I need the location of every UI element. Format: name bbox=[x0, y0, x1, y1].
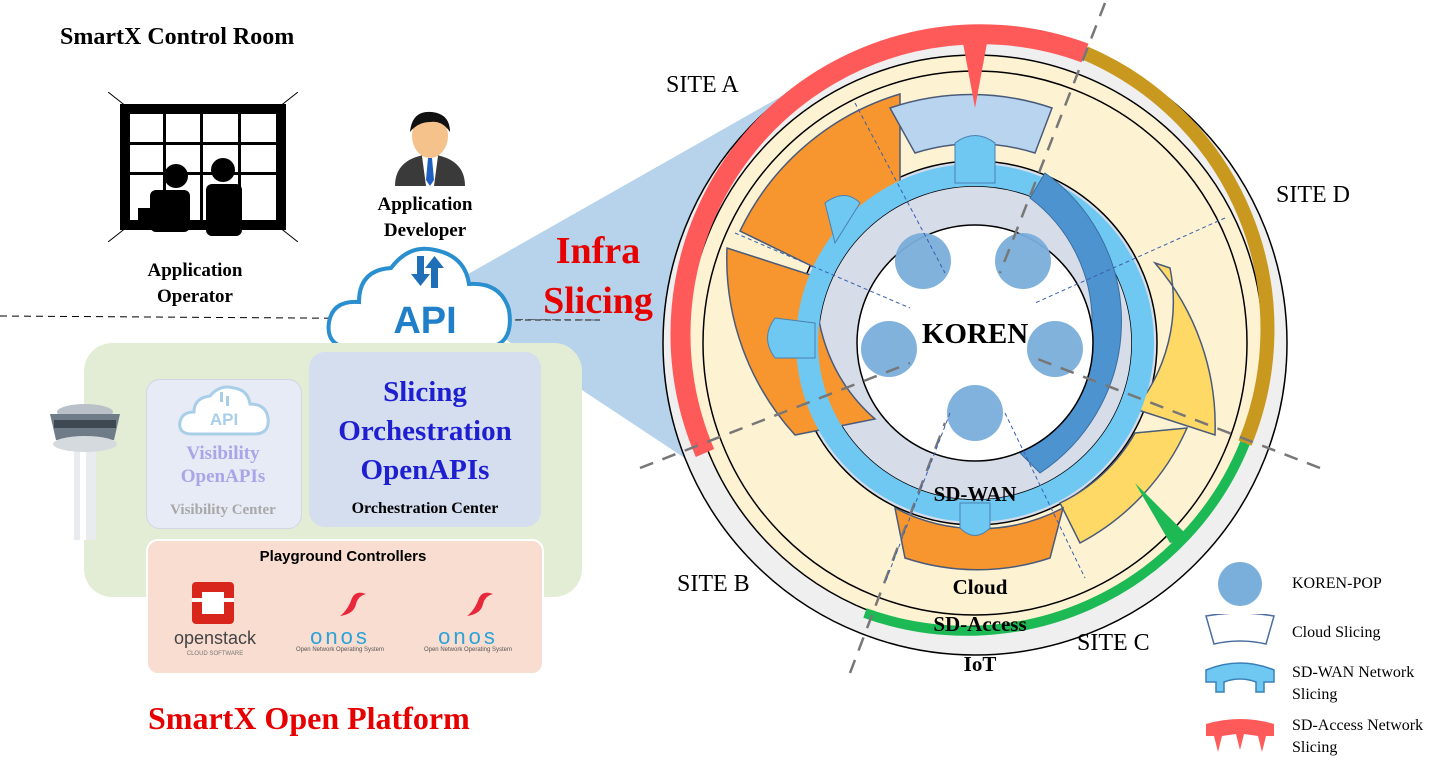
koren-pop-icon bbox=[1218, 562, 1262, 606]
legend-sdaccess-slicing: SD-Access Network Slicing bbox=[1292, 717, 1424, 756]
control-tower-icon bbox=[50, 404, 120, 540]
sdaccess-arc-gold bbox=[1082, 46, 1275, 446]
iot-label: IoT bbox=[963, 652, 997, 676]
operator-icon bbox=[108, 92, 298, 242]
separator-line bbox=[0, 315, 601, 321]
slicing-orchestration-title: Slicing Orchestration OpenAPIs bbox=[338, 376, 512, 486]
koren-pop-5 bbox=[947, 385, 1003, 441]
sdaccess-arc-green bbox=[863, 441, 1250, 636]
koren-pop-2 bbox=[995, 233, 1051, 289]
openstack-logo-icon bbox=[192, 582, 234, 624]
operator-label: Application Operator bbox=[147, 260, 243, 307]
cloud-slice-d bbox=[1133, 261, 1216, 437]
legend-koren-pop: KOREN-POP bbox=[1292, 575, 1382, 592]
openstack-sub: CLOUD SOFTWARE bbox=[186, 651, 244, 657]
playground-controllers-title: Playground Controllers bbox=[259, 548, 427, 565]
visibility-api-icon bbox=[178, 385, 270, 436]
cloud-slice-top bbox=[888, 93, 1053, 154]
koren-label: KOREN bbox=[921, 318, 1029, 350]
onos-bird-icon bbox=[467, 592, 493, 616]
orchestration-center-box bbox=[309, 352, 541, 527]
koren-pop-3 bbox=[861, 321, 917, 377]
sdwan-label: SD-WAN bbox=[933, 482, 1017, 506]
openstack-name: openstack bbox=[173, 628, 257, 648]
sdaccess-arc-red bbox=[670, 24, 1089, 457]
sdwan-slicing-icon bbox=[1205, 662, 1275, 693]
sdaccess-label: SD-Access bbox=[933, 612, 1027, 636]
legend-sdwan-slicing: SD-WAN Network Slicing bbox=[1292, 664, 1415, 703]
visibility-api-label: API bbox=[209, 410, 239, 429]
developer-icon bbox=[395, 111, 465, 186]
onos-sub-2: Open Network Operating System bbox=[423, 647, 513, 653]
koren-pop-1 bbox=[895, 233, 951, 289]
api-cloud-label: API bbox=[393, 300, 457, 342]
onos-bird-icon bbox=[340, 592, 366, 616]
onos-name-2: onos bbox=[438, 624, 498, 649]
platform-name: SmartX Open Platform bbox=[148, 700, 470, 736]
onos-sub-1: Open Network Operating System bbox=[295, 647, 385, 653]
orchestration-center-label: Orchestration Center bbox=[351, 500, 499, 517]
koren-pop-4 bbox=[1027, 321, 1083, 377]
cloud-slice-bottom bbox=[893, 506, 1065, 571]
site-d-label: SITE D bbox=[1276, 182, 1350, 208]
site-a-label: SITE A bbox=[666, 72, 739, 98]
api-cloud-icon bbox=[326, 246, 512, 350]
site-b-label: SITE B bbox=[677, 571, 750, 597]
sdwan-slice-dark bbox=[1019, 172, 1122, 474]
visibility-center-label: Visibility Center bbox=[170, 502, 276, 518]
cloud-label: Cloud bbox=[952, 575, 1008, 599]
legend-cloud-slicing: Cloud Slicing bbox=[1292, 624, 1381, 641]
sdaccess-slicing-icon bbox=[1206, 719, 1274, 752]
visibility-openapis-title: Visibility OpenAPIs bbox=[180, 443, 266, 487]
onos-name-1: onos bbox=[310, 624, 370, 649]
site-c-label: SITE C bbox=[1077, 630, 1150, 656]
cloud-slicing-icon bbox=[1205, 614, 1275, 645]
api-connector bbox=[515, 319, 600, 321]
developer-label: Application Developer bbox=[377, 194, 473, 241]
infra-slicing-label: Infra Slicing bbox=[543, 230, 653, 322]
control-room-title: SmartX Control Room bbox=[60, 24, 295, 50]
cloud-slice-c bbox=[1058, 427, 1189, 545]
